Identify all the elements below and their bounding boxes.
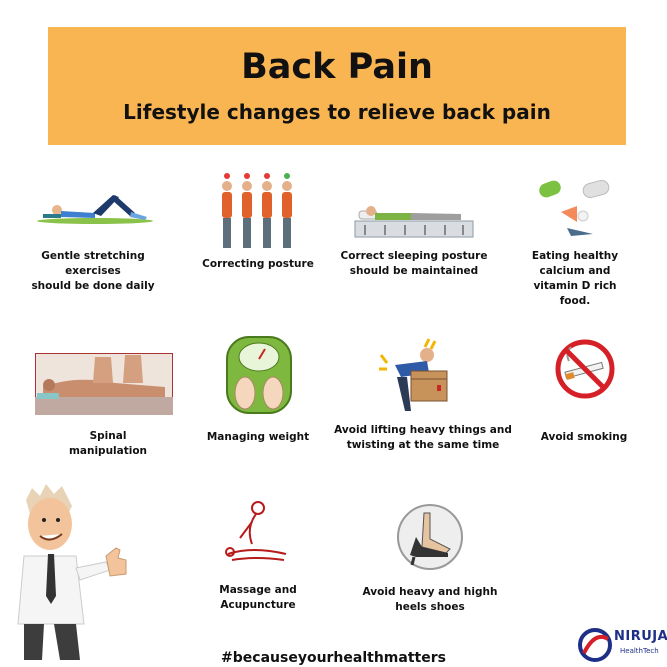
massage-icon: [225, 501, 287, 561]
niruja-logo-icon: [578, 628, 612, 662]
stretching-exercise-icon: [37, 195, 153, 224]
niruja-logo: NIRUJA HealthTech: [578, 625, 667, 665]
lifting-box-icon: [379, 338, 448, 411]
tip-smoking-label: Avoid smoking: [540, 431, 628, 443]
page-title: Back Pain: [241, 47, 433, 87]
logo-name: NIRUJA: [614, 629, 667, 644]
hashtag-footer: #becauseyourhealthmatters: [221, 650, 446, 666]
calcium-food-icon: [539, 180, 610, 236]
tip-weight-label: Managing weight: [206, 431, 310, 443]
sleeping-posture-icon: [354, 206, 474, 238]
tip-posture-label: Correcting posture: [202, 258, 314, 270]
thumbs-up-man-illustration: [17, 484, 127, 660]
high-heel-icon: [397, 504, 463, 570]
posture-icon: [222, 173, 292, 248]
header-banner: Back Pain Lifestyle changes to relieve b…: [48, 27, 626, 145]
logo-tagline: HealthTech: [620, 647, 659, 655]
no-smoking-icon: [555, 339, 615, 399]
spinal-manipulation-icon: [35, 353, 173, 415]
weight-scale-icon: [226, 336, 292, 414]
page-subtitle: Lifestyle changes to relieve back pain: [123, 100, 551, 124]
